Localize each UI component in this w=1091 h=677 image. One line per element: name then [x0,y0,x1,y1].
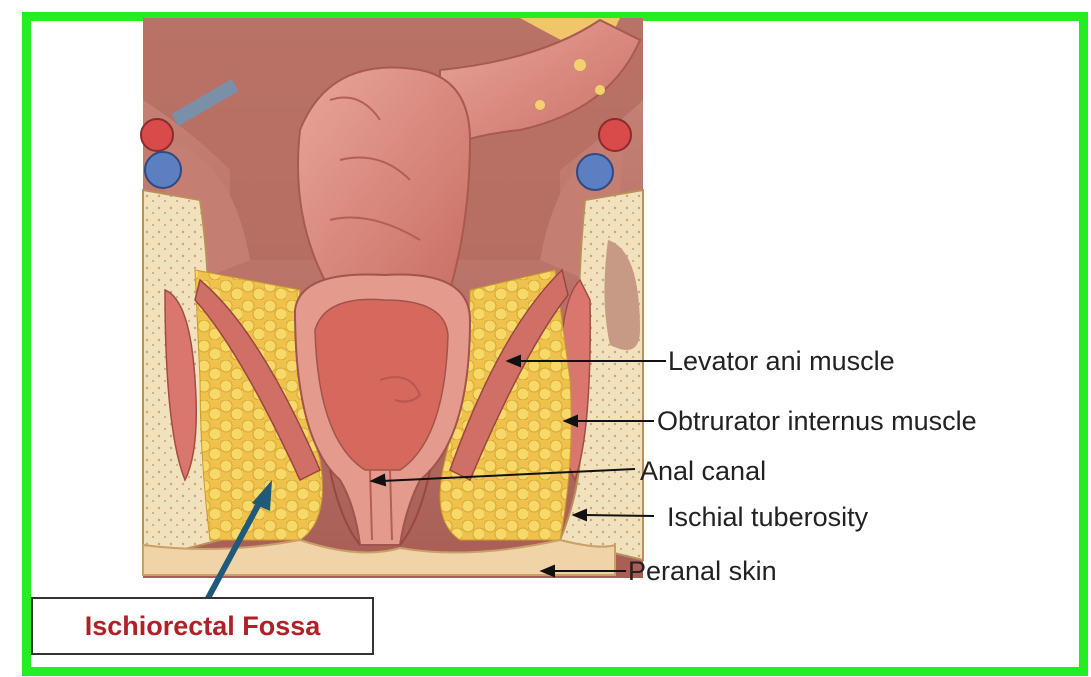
label-ischial-tuberosity: Ischial tuberosity [667,504,868,531]
label-ischiorectal-fossa: Ischiorectal Fossa [85,611,321,642]
leader-line-ischial [584,515,654,516]
fossa-label-box: Ischiorectal Fossa [31,597,374,655]
label-obturator-internus: Obtrurator internus muscle [657,408,977,435]
label-anal-canal: Anal canal [640,458,766,485]
label-peranal-skin: Peranal skin [628,558,777,585]
label-levator-ani: Levator ani muscle [668,348,895,375]
